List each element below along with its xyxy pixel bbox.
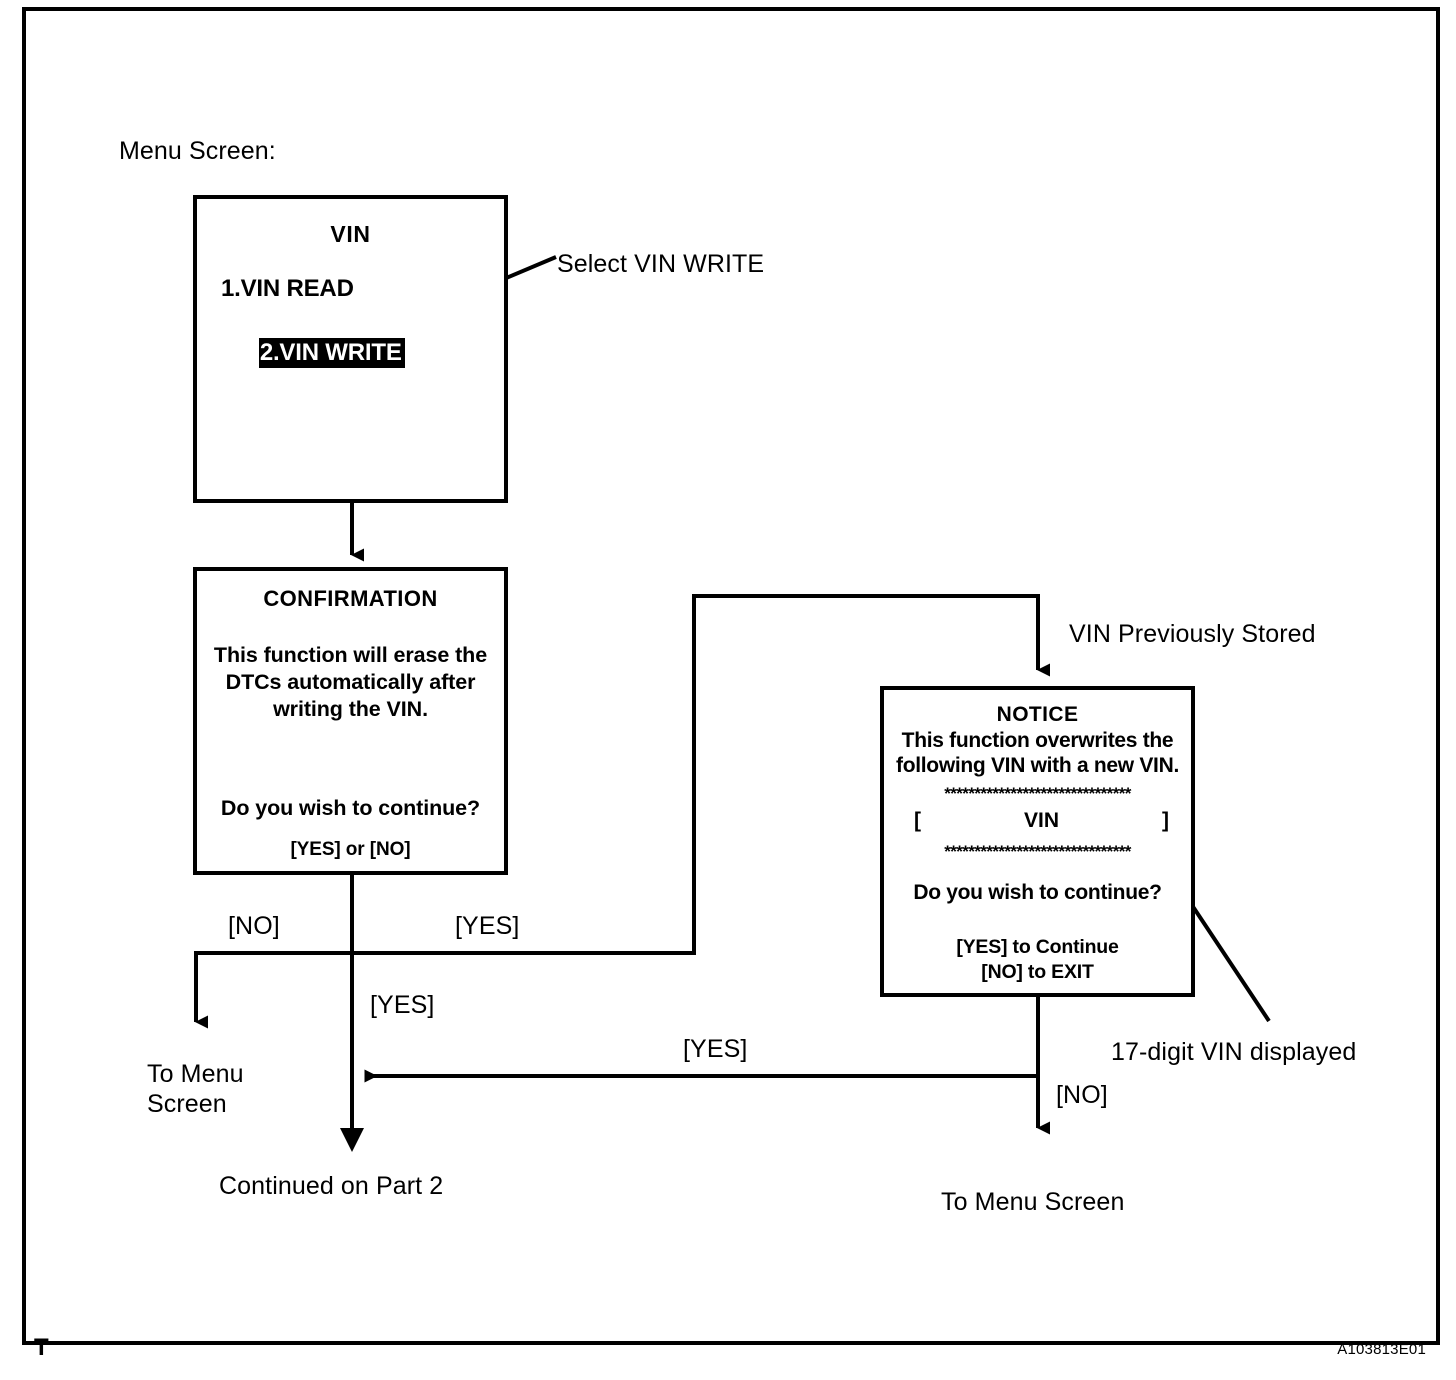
confirmation-title: CONFIRMATION (263, 586, 438, 611)
notice-separator-top: ******************************* (944, 784, 1131, 803)
figure-code: A103813E01 (1337, 1341, 1426, 1358)
terminal-to-menu-screen-right: To Menu Screen (941, 1188, 1125, 1216)
terminal-to-menu-screen-left-line2: Screen (147, 1090, 227, 1118)
flow-label-notice-yes: [YES] (683, 1035, 748, 1063)
flow-label-confirmation-no: [NO] (228, 912, 280, 940)
screen-vin-menu: VIN 1.VIN READ 2.VIN WRITE (193, 195, 508, 503)
terminal-continued-on-part-2: Continued on Part 2 (219, 1172, 444, 1200)
confirmation-body-line-2: DTCs automatically after (225, 670, 476, 694)
annotation-select-vin-write: Select VIN WRITE (557, 250, 765, 278)
screen-confirmation: CONFIRMATION This function will erase th… (193, 567, 508, 875)
notice-vin-placeholder: VIN (1023, 809, 1059, 832)
screen-notice: NOTICE This function overwrites the foll… (880, 686, 1195, 997)
vin-menu-item-vin-write[interactable]: 2.VIN WRITE (220, 308, 405, 398)
flow-label-confirmation-yes-right: [YES] (455, 912, 520, 940)
notice-option-yes[interactable]: [YES] to Continue (956, 936, 1119, 958)
notice-body-line-2: following VIN with a new VIN. (896, 754, 1179, 777)
figure-border (22, 7, 1440, 1345)
terminal-to-menu-screen-left-line1: To Menu (147, 1060, 244, 1088)
figure-caption: Menu Screen: (119, 137, 276, 165)
notice-vin-close-bracket: ] (1161, 809, 1169, 832)
notice-question: Do you wish to continue? (913, 881, 1162, 904)
notice-body-line-1: This function overwrites the (901, 729, 1174, 752)
flow-label-notice-no: [NO] (1056, 1081, 1108, 1109)
notice-separator-bottom: ******************************* (944, 842, 1131, 861)
flow-label-confirmation-yes-down: [YES] (370, 991, 435, 1019)
notice-vin-open-bracket: [ (914, 809, 921, 832)
annotation-17-digit-vin: 17-digit VIN displayed (1111, 1038, 1357, 1066)
vin-menu-title: VIN (330, 221, 371, 247)
confirmation-question: Do you wish to continue? (220, 796, 481, 820)
confirmation-body-line-1: This function will erase the (213, 643, 488, 667)
notice-title: NOTICE (996, 703, 1079, 726)
vin-menu-item-vin-read[interactable]: 1.VIN READ (221, 275, 354, 302)
confirmation-body-line-3: writing the VIN. (273, 697, 428, 721)
corner-mark-t: T (34, 1334, 49, 1361)
notice-option-no[interactable]: [NO] to EXIT (981, 961, 1094, 983)
annotation-vin-previously-stored: VIN Previously Stored (1069, 620, 1316, 648)
confirmation-options[interactable]: [YES] or [NO] (290, 839, 411, 860)
notice-vin-row: [ VIN ] (914, 809, 1169, 833)
vin-menu-item-vin-write-label: 2.VIN WRITE (258, 338, 405, 368)
